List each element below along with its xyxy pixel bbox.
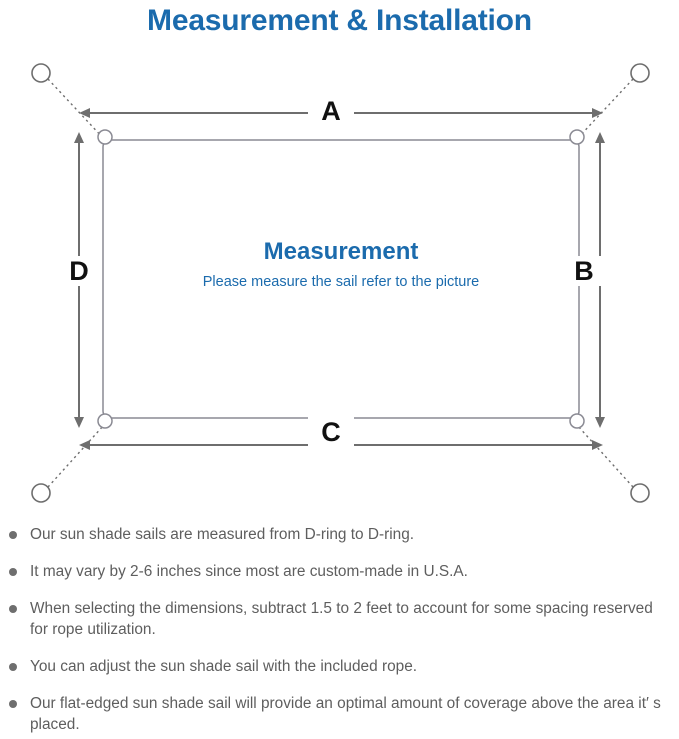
bullet-icon — [9, 568, 17, 576]
note-text: Our sun shade sails are measured from D-… — [30, 526, 415, 543]
rope-lines — [47, 78, 634, 488]
sail-rectangle — [102, 139, 580, 419]
rope-line-top-right — [576, 78, 634, 140]
d-ring-bottom-right — [569, 413, 585, 429]
list-item: Our sun shade sails are measured from D-… — [0, 524, 679, 545]
dimension-label-a: A — [308, 96, 354, 126]
list-item: It may vary by 2-6 inches since most are… — [0, 561, 679, 582]
list-item: When selecting the dimensions, subtract … — [0, 598, 679, 640]
anchor-circle-top-right — [630, 63, 650, 83]
notes-list: Our sun shade sails are measured from D-… — [0, 524, 679, 735]
anchor-circle-top-left — [31, 63, 51, 83]
dimension-label-b: B — [563, 256, 605, 286]
note-text: It may vary by 2-6 inches since most are… — [30, 563, 468, 580]
bullet-icon — [9, 663, 17, 671]
bullet-icon — [9, 700, 17, 708]
d-ring-bottom-left — [97, 413, 113, 429]
dimension-label-d: D — [58, 256, 100, 286]
dimension-label-c: C — [308, 417, 354, 447]
page-title: Measurement & Installation — [147, 4, 532, 37]
anchor-circle-bottom-left — [31, 483, 51, 503]
note-text: When selecting the dimensions, subtract … — [30, 600, 653, 638]
anchor-circles — [31, 63, 650, 503]
rope-line-top-left — [47, 78, 105, 140]
list-item: You can adjust the sun shade sail with t… — [0, 656, 679, 677]
note-text: Our flat-edged sun shade sail will provi… — [30, 695, 661, 733]
d-rings — [97, 129, 585, 429]
rope-line-bottom-left — [47, 424, 105, 488]
measurement-diagram: Measurement Please measure the sail refe… — [0, 46, 679, 516]
anchor-circle-bottom-right — [630, 483, 650, 503]
note-text: You can adjust the sun shade sail with t… — [30, 658, 418, 675]
rope-line-bottom-right — [576, 424, 634, 488]
bullet-icon — [9, 531, 17, 539]
bullet-icon — [9, 605, 17, 613]
d-ring-top-right — [569, 129, 585, 145]
list-item: Our flat-edged sun shade sail will provi… — [0, 693, 679, 735]
d-ring-top-left — [97, 129, 113, 145]
